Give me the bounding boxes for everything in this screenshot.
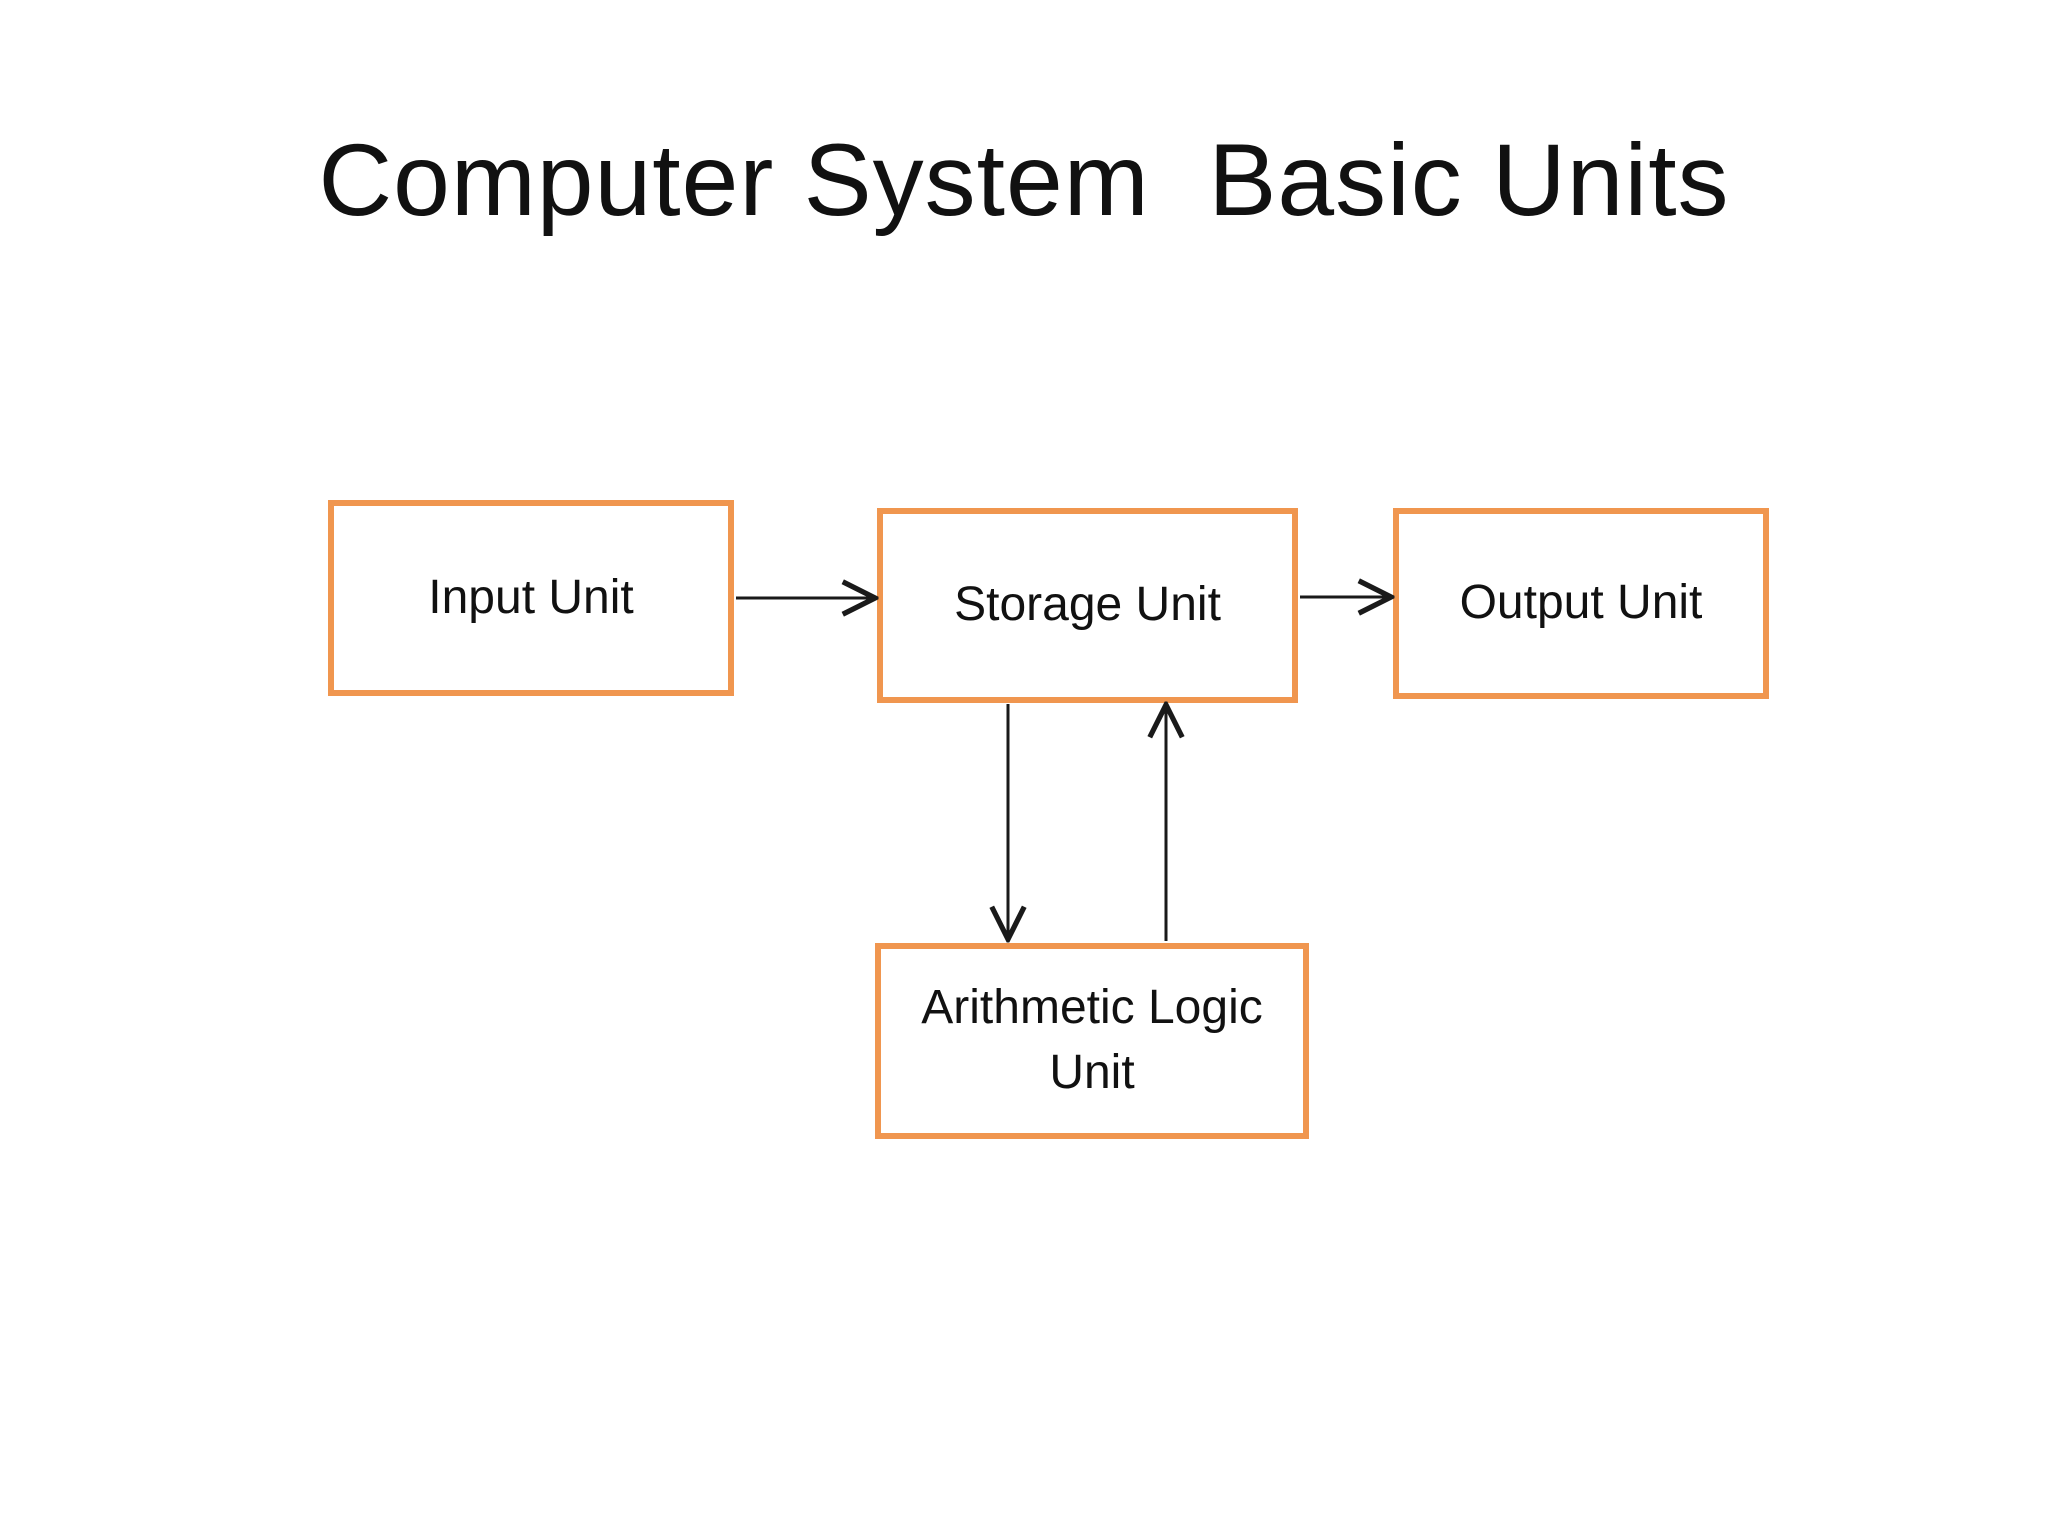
arithmetic-logic-unit-label: Arithmetic Logic Unit [921, 981, 1263, 1099]
page-title: Computer System Basic Units [318, 123, 1730, 237]
output-unit-box: Output Unit [1393, 508, 1769, 699]
storage-unit-box: Storage Unit [877, 508, 1298, 703]
input-unit-label: Input Unit [428, 570, 634, 624]
output-unit-label: Output Unit [1459, 576, 1703, 630]
arithmetic-logic-unit-box: Arithmetic Logic Unit [875, 943, 1309, 1139]
storage-unit-label: Storage Unit [954, 578, 1221, 632]
input-unit-box: Input Unit [328, 500, 734, 696]
